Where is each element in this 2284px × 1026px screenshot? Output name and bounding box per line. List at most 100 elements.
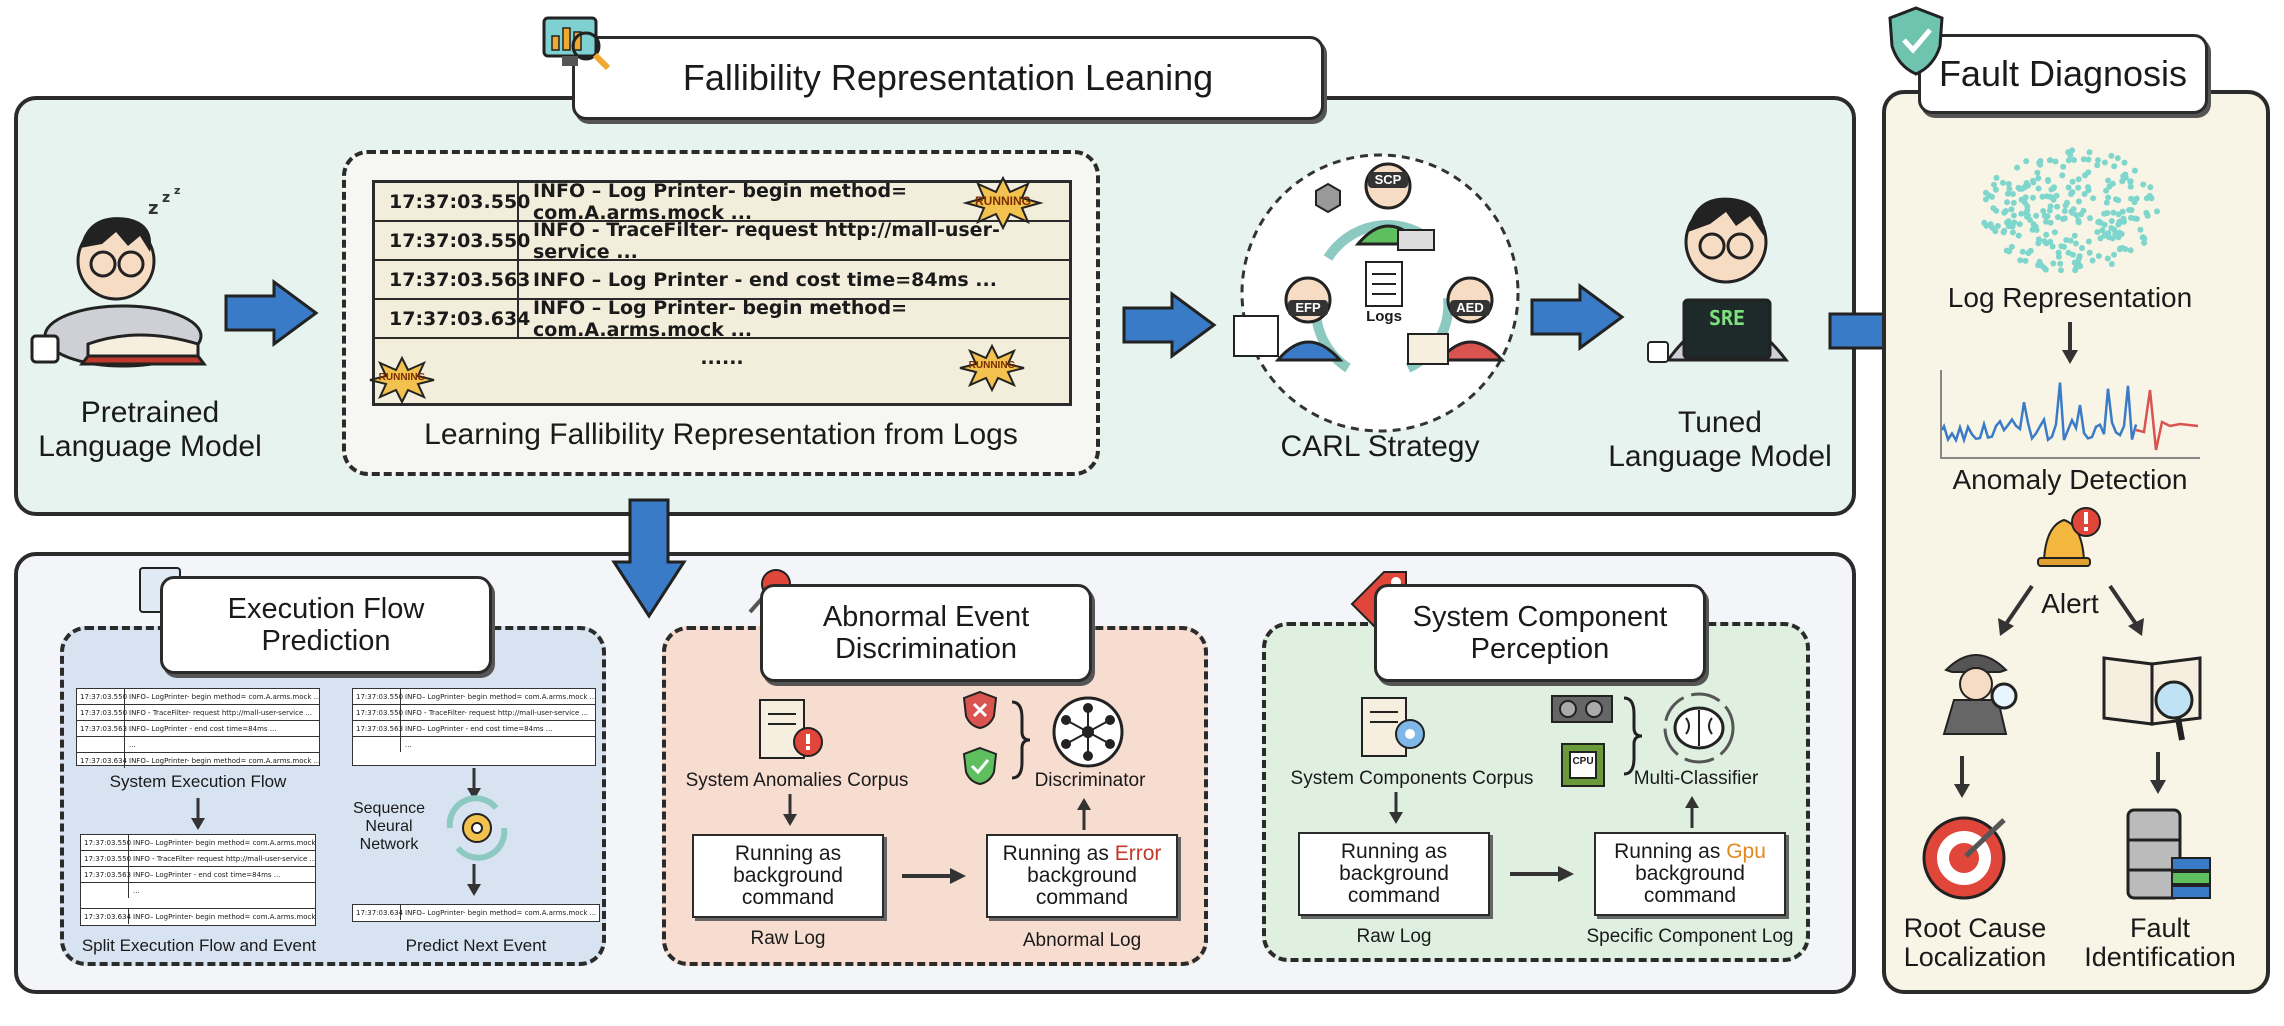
representation-dot xyxy=(1990,205,1997,212)
representation-dot xyxy=(2019,248,2026,255)
aed-title-box: Abnormal Event Discrimination xyxy=(760,584,1092,682)
sleeping-student-icon: z z z xyxy=(28,184,228,376)
representation-dot xyxy=(2140,181,2147,188)
arrow-carl-to-tuned xyxy=(1530,283,1625,351)
brace xyxy=(1623,696,1643,776)
pretrained-label-line1: Pretrained xyxy=(80,396,220,429)
representation-dot xyxy=(2034,169,2041,176)
representation-dot xyxy=(2148,195,2155,202)
representation-dot xyxy=(2060,163,2067,170)
representation-dot xyxy=(2009,229,2016,236)
fault-title: Fault Diagnosis xyxy=(1938,53,2188,94)
representation-dot xyxy=(2043,218,2050,225)
raw-log-label: Raw Log xyxy=(750,928,826,949)
representation-dot xyxy=(2115,211,2122,218)
normal-signal-line xyxy=(1940,382,2138,445)
representation-dot xyxy=(2087,215,2093,222)
representation-dot xyxy=(2009,191,2016,197)
representation-dot xyxy=(2101,159,2108,166)
seq-line3: Network xyxy=(359,836,419,853)
representation-dot xyxy=(2105,194,2112,201)
mini-time: 17:37:03.563 xyxy=(77,721,127,736)
representation-dot xyxy=(2055,253,2062,260)
detective-icon xyxy=(1936,640,2020,736)
representation-dot xyxy=(2075,217,2082,224)
mini-message: INFO– LogPrinter- begin method= com.A.ar… xyxy=(129,692,319,701)
representation-dot xyxy=(2000,229,2007,236)
spec-cmd-line1: Running as Gpu xyxy=(1614,841,1766,863)
shield-icon xyxy=(1886,6,1946,76)
representation-dot xyxy=(2075,198,2082,205)
representation-dot xyxy=(2114,155,2121,162)
component-command-box: Running as Gpu background command xyxy=(1594,832,1786,916)
representation-dot xyxy=(2000,179,2006,186)
split-caption: Split Execution Flow and Event xyxy=(81,936,317,955)
mini-time xyxy=(81,883,129,898)
representation-dot xyxy=(2047,238,2054,245)
log-row: 17:37:03.550 INFO – Log Printer- begin m… xyxy=(375,179,1069,224)
database-icon xyxy=(2120,806,2216,906)
mini-time: 17:37:03.550 xyxy=(353,705,403,720)
arrow-down-to-tasks xyxy=(611,498,687,619)
representation-dot xyxy=(2052,158,2059,165)
representation-dot xyxy=(2025,250,2032,256)
efp-tag: EFP xyxy=(1295,300,1321,315)
gear-cycle-icon xyxy=(440,795,514,861)
log-message: INFO – Log Printer- begin method= com.A.… xyxy=(533,179,907,224)
log-time: 17:37:03.550 xyxy=(375,183,530,220)
representation-dot xyxy=(1993,174,2000,181)
representation-dot xyxy=(2121,159,2128,166)
representation-dot xyxy=(1982,189,1989,196)
mini-message: INFO– LogPrinter - end cost time=84ms ..… xyxy=(133,870,281,879)
reject-shield-icon xyxy=(962,690,998,730)
representation-dot xyxy=(1981,219,1988,226)
arrow-right xyxy=(902,868,966,884)
aed-title-line2: Discrimination xyxy=(834,633,1018,665)
predict-caption: Predict Next Event xyxy=(405,936,547,955)
abn-cmd-line1: Running as Error xyxy=(1003,843,1162,865)
brain-cycle-icon xyxy=(1658,690,1740,768)
representation-dot xyxy=(2058,267,2064,274)
logs-caption: Learning Fallibility Representation from… xyxy=(424,418,1018,451)
representation-dot xyxy=(2035,240,2042,247)
representation-dot xyxy=(2108,261,2115,267)
spec-cmd-prefix: Running as xyxy=(1614,840,1727,863)
efp-title-line1: Execution Flow xyxy=(227,593,425,625)
representation-dot xyxy=(2108,218,2115,224)
representation-dot xyxy=(2131,167,2138,174)
raw-command-box: Running as background command xyxy=(1298,832,1490,916)
representation-dot xyxy=(2008,243,2015,250)
representation-dot xyxy=(2046,157,2053,164)
representation-dot xyxy=(2111,163,2118,170)
arrow-right xyxy=(1510,866,1574,882)
spec-cmd-line3: command xyxy=(1643,884,1737,907)
log-row: ...... xyxy=(375,339,1069,376)
representation-dot xyxy=(2047,219,2054,226)
svg-text:z: z xyxy=(162,190,170,206)
representation-dot xyxy=(2103,187,2109,194)
representation-dot xyxy=(2085,156,2092,163)
representation-dot xyxy=(2033,227,2040,233)
representation-dot xyxy=(2127,183,2134,190)
efp-title-box: Execution Flow Prediction xyxy=(160,576,492,674)
seq-line1: Sequence xyxy=(352,800,426,817)
representation-dot xyxy=(2070,206,2077,213)
gpu-tag: Gpu xyxy=(1726,840,1766,863)
representation-dot xyxy=(2081,191,2088,197)
warning-document-icon xyxy=(756,696,826,768)
representation-dot xyxy=(2022,194,2029,201)
representation-dot xyxy=(2016,221,2023,228)
abnormal-log-label: Abnormal Log xyxy=(1022,930,1142,951)
representation-dot xyxy=(2127,247,2134,254)
representation-dot xyxy=(2086,149,2093,156)
representation-dot xyxy=(2079,245,2085,251)
root-cause-label: Root Cause Localization xyxy=(1890,914,2060,972)
representation-dot xyxy=(2075,184,2082,191)
mini-time: 17:37:03.634 xyxy=(77,753,127,768)
arrow-up xyxy=(1077,798,1091,830)
representation-dot xyxy=(2071,232,2078,239)
